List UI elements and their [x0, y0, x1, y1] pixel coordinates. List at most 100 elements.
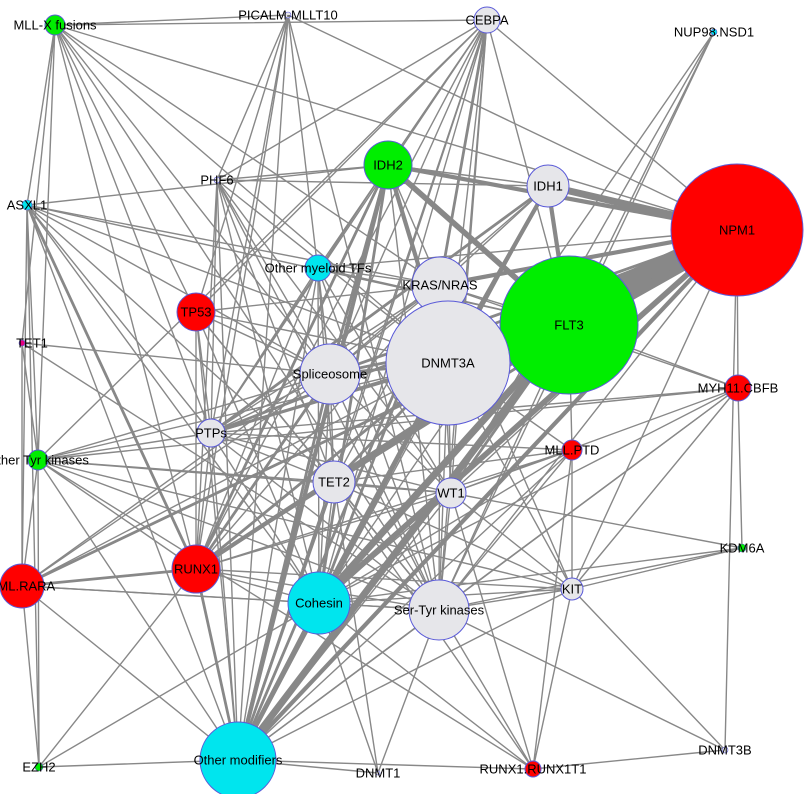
node-nup98-nsd1[interactable] [710, 28, 718, 36]
node-phf6[interactable] [213, 176, 221, 184]
edge-dnmt3b-npm1 [724, 229, 738, 751]
node-label-idh2: IDH2 [373, 158, 403, 173]
edge-mll-ptd-wt1 [450, 449, 573, 494]
edge-other-tyr-kinases-runx1-runx1t1 [37, 459, 534, 770]
node-runx1-runx1t1[interactable] [524, 760, 542, 778]
node-ptps[interactable] [196, 418, 226, 448]
node-mll-ptd[interactable] [561, 439, 583, 461]
node-spliceosome[interactable] [299, 343, 361, 405]
edge-cohesin-ezh2 [38, 602, 320, 768]
edge-tet1-spliceosome [21, 342, 331, 375]
node-dnmt3a[interactable] [385, 300, 511, 426]
node-dnmt1[interactable] [375, 770, 381, 776]
edge-kras-nras-pml-rara [21, 284, 441, 587]
edge-other-tyr-kinases-runx1 [37, 459, 197, 570]
edge-ptps-other-modifiers [210, 432, 239, 761]
node-tp53[interactable] [176, 292, 216, 332]
edge-picalm-mllt10-phf6 [216, 14, 289, 181]
edge-tp53-cohesin [195, 311, 320, 604]
edge-myh11-cbfb-cohesin [318, 387, 739, 604]
edge-wt1-runx1 [195, 492, 452, 570]
node-kdm6a[interactable] [737, 543, 747, 553]
edge-tet2-other-modifiers [236, 480, 336, 762]
node-label-dnmt3b: DNMT3B [698, 743, 751, 758]
node-label-pml-rara: PML.RARA [0, 579, 56, 594]
node-pml-rara[interactable] [0, 563, 45, 609]
edge-ser-tyr-kinases-other-modifiers [237, 609, 440, 761]
edge-ptps-mll-ptd [210, 432, 573, 451]
edge-cebpa-ptps [210, 19, 488, 434]
edge-npm1-ser-tyr-kinases [438, 229, 738, 611]
node-label-cohesin: Cohesin [295, 596, 343, 611]
edge-other-tyr-kinases-kit [37, 459, 573, 590]
edge-kit-dnmt3b [571, 588, 726, 751]
edge-other-tyr-kinases-ezh2 [37, 459, 40, 768]
edge-pml-rara-runx1 [20, 567, 198, 588]
node-tet2[interactable] [312, 460, 356, 504]
edge-kit-other-modifiers [237, 588, 573, 761]
node-label-spliceosome: Spliceosome [293, 367, 367, 382]
node-label-dnmt1: DNMT1 [356, 766, 401, 781]
edge-cebpa-other-myeloid-tfs [317, 19, 488, 269]
node-ezh2[interactable] [34, 762, 44, 772]
edge-mll-x-fusions-other-tyr-kinases [37, 24, 56, 461]
edge-mll-ptd-runx1 [195, 449, 573, 570]
edge-cebpa-runx1 [195, 19, 488, 570]
edge-cebpa-mll-x-fusions [54, 19, 488, 26]
node-tet1[interactable] [18, 339, 26, 347]
edge-idh2-idh1 [387, 164, 549, 187]
edge-cohesin-runx1-runx1t1 [318, 602, 534, 770]
edge-other-myeloid-tfs-cohesin [317, 267, 320, 604]
node-idh2[interactable] [363, 140, 413, 190]
edge-ptps-tet2 [210, 432, 335, 483]
node-asxl1[interactable] [21, 199, 33, 211]
edge-spliceosome-ser-tyr-kinases [329, 373, 440, 611]
node-label-nup98-nsd1: NUP98.NSD1 [674, 25, 754, 40]
node-other-modifiers[interactable] [199, 721, 277, 794]
edge-spliceosome-runx1 [194, 372, 332, 571]
edge-mll-x-fusions-tp53 [54, 24, 197, 313]
node-other-myeloid-tfs[interactable] [304, 254, 332, 282]
edge-idh2-phf6 [216, 164, 389, 181]
node-mll-x-fusions[interactable] [44, 14, 66, 36]
edge-kit-runx1-runx1t1 [532, 588, 573, 770]
node-cebpa[interactable] [473, 6, 501, 34]
edge-mll-ptd-tet2 [333, 449, 573, 483]
node-flt3[interactable] [499, 255, 639, 395]
edge-dnmt3a-asxl1 [26, 204, 449, 364]
node-label-runx1: RUNX1 [174, 562, 218, 577]
node-label-dnmt3a: DNMT3A [421, 356, 475, 371]
edge-mll-x-fusions-tet1 [21, 24, 56, 344]
node-label-wt1: WT1 [437, 486, 464, 501]
edge-phf6-runx1 [195, 179, 218, 570]
node-wt1[interactable] [435, 477, 467, 509]
edge-myh11-cbfb-other-tyr-kinases [37, 387, 739, 461]
edge-mll-ptd-other-modifiers [237, 449, 573, 761]
node-myh11-cbfb[interactable] [724, 374, 752, 402]
edge-mll-ptd-runx1-runx1t1 [532, 449, 573, 770]
node-label-tet1: TET1 [16, 336, 48, 351]
edge-phf6-spliceosome [216, 179, 331, 375]
edge-mll-x-fusions-ser-tyr-kinases [54, 24, 440, 611]
node-runx1[interactable] [171, 544, 221, 594]
node-dnmt3b[interactable] [721, 746, 729, 754]
edge-wt1-other-modifiers [237, 492, 452, 761]
node-kit[interactable] [560, 577, 584, 601]
edge-kdm6a-kit [571, 547, 743, 590]
edge-tet1-ser-tyr-kinases [21, 342, 440, 611]
edge-npm1-mll-x-fusions [54, 24, 738, 231]
node-idh1[interactable] [526, 164, 570, 208]
edge-other-tyr-kinases-ser-tyr-kinases [37, 459, 440, 611]
edge-asxl1-pml-rara [21, 204, 28, 587]
node-label-ptps: PTPs [195, 426, 227, 441]
node-ser-tyr-kinases[interactable] [408, 579, 470, 641]
node-cohesin[interactable] [287, 571, 351, 635]
edge-tet2-runx1 [195, 481, 335, 570]
edge-kdm6a-cohesin [318, 547, 743, 604]
edge-mll-x-fusions-asxl1 [26, 24, 56, 206]
node-other-tyr-kinases[interactable] [27, 449, 49, 471]
node-picalm-mllt10[interactable] [284, 11, 292, 19]
node-npm1[interactable] [670, 163, 804, 297]
edge-other-tyr-kinases-wt1 [37, 459, 452, 494]
